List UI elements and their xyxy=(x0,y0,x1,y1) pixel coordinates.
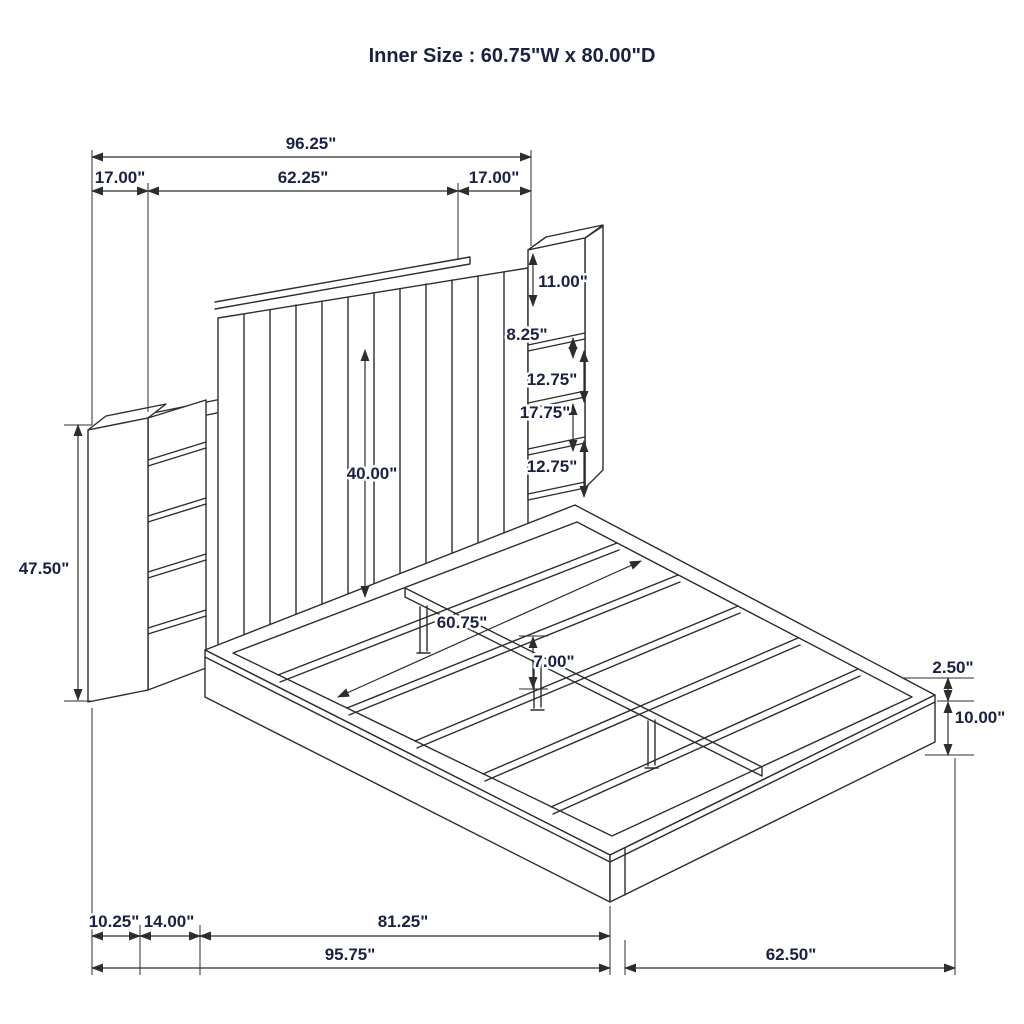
diagram-title: Inner Size : 60.75"W x 80.00"D xyxy=(369,45,656,67)
dim-shelf-depth: 8.25" xyxy=(504,323,578,359)
dim-label-rail-height: 10.00" xyxy=(955,708,1006,727)
bed-foot-rail-face xyxy=(609,694,936,903)
dim-right-pier-width: 17.00" xyxy=(457,166,532,196)
dim-left-pier-width: 17.00" xyxy=(91,166,149,196)
right-pier-shelves xyxy=(527,332,586,495)
dim-label-headboard-panel-height: 40.00" xyxy=(347,464,398,483)
left-pier-shelves xyxy=(147,441,207,635)
dim-inner-width: 60.75" xyxy=(337,560,642,698)
bed-rail-lip-lines xyxy=(204,656,936,896)
dim-support-leg-height: 7.00" xyxy=(528,636,577,689)
dim-label-lower-shelf-opening: 12.75" xyxy=(527,457,578,476)
dim-label-inner-width: 60.75" xyxy=(437,613,488,632)
dim-frame-width: 62.50" xyxy=(624,943,956,973)
dim-label-support-leg-height: 7.00" xyxy=(533,652,574,671)
dim-label-left-pier-width: 17.00" xyxy=(95,168,146,187)
dim-label-shelf-section: 17.75" xyxy=(520,403,571,422)
left-pier xyxy=(87,399,207,703)
dim-frame-length: 81.25" xyxy=(199,910,611,941)
headboard-channel-stripes xyxy=(243,271,505,643)
dim-label-pier-depth: 10.25" xyxy=(89,912,140,931)
dim-label-pier-height: 47.50" xyxy=(19,559,70,578)
dim-top-shelf-opening: 11.00" xyxy=(528,253,590,307)
dim-label-frame-length: 81.25" xyxy=(378,912,429,931)
headboard-back-panel-edge xyxy=(214,256,471,310)
dim-overall-depth: 95.75" xyxy=(91,943,611,973)
dim-label-right-pier-width: 17.00" xyxy=(469,168,520,187)
dim-pier-to-frame: 14.00" xyxy=(139,910,201,941)
dim-label-top-shelf-opening: 11.00" xyxy=(538,272,588,291)
center-rail-leg xyxy=(644,719,659,769)
dim-label-overall-width: 96.25" xyxy=(286,134,337,153)
dimension-annotations: 96.25" 17.00" 62.25" 17.00" 11.00" 8.25"… xyxy=(16,132,1008,975)
dim-label-rail-lip: 2.50" xyxy=(932,658,973,677)
left-pier-side-face xyxy=(147,399,207,691)
dim-label-upper-shelf-opening: 12.75" xyxy=(527,370,578,389)
dim-pier-depth: 10.25" xyxy=(86,910,142,941)
dim-rail-height: 10.00" xyxy=(943,701,1008,756)
dim-label-pier-to-frame: 14.00" xyxy=(144,912,195,931)
dim-headboard-panel-height: 40.00" xyxy=(344,349,400,598)
dim-label-frame-width: 62.50" xyxy=(766,945,817,964)
right-pier-side-face xyxy=(584,225,604,489)
dim-overall-width: 96.25" xyxy=(91,132,532,162)
dim-shelf-section: 17.75" xyxy=(517,401,578,452)
dim-headboard-width: 62.25" xyxy=(147,166,459,196)
dim-label-headboard-width: 62.25" xyxy=(278,168,329,187)
dim-label-overall-depth: 95.75" xyxy=(325,945,376,964)
dim-lower-shelf-opening: 12.75" xyxy=(524,440,589,498)
dim-rail-lip: 2.50" xyxy=(930,656,976,702)
dim-pier-height: 47.50" xyxy=(16,424,83,701)
left-pier-front-face xyxy=(87,417,149,703)
dim-upper-shelf-opening: 12.75" xyxy=(524,350,589,403)
dim-label-shelf-depth: 8.25" xyxy=(506,325,547,344)
